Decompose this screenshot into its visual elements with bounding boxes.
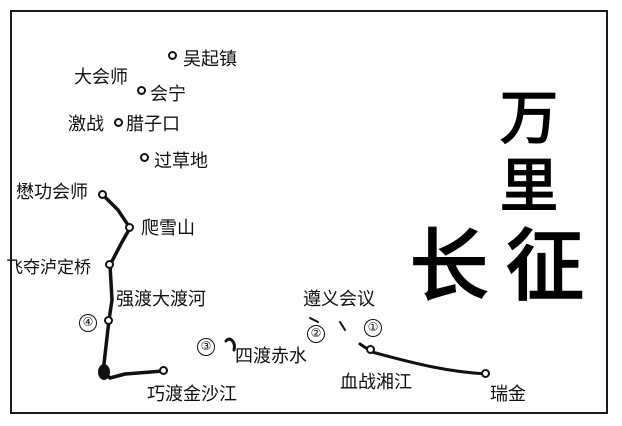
marker-dadu <box>104 316 113 325</box>
step-4-badge: ④ <box>79 314 97 332</box>
label-ludingqiao: 飞夺泸定桥 <box>6 258 91 278</box>
title-line2: 长征 <box>410 228 602 306</box>
label-jinsha: 巧渡金沙江 <box>147 384 237 405</box>
label-huining: 会宁 <box>150 84 186 105</box>
label-zunyi: 遵义会议 <box>303 289 375 310</box>
label-xiangjiang: 血战湘江 <box>340 372 412 393</box>
map-frame <box>10 10 608 414</box>
route-ruijin-xiangjiang <box>358 342 489 376</box>
step-2-badge: ② <box>307 325 325 343</box>
label-ruijin: 瑞金 <box>490 384 526 405</box>
marker-paxueshan <box>125 223 134 232</box>
title-line2-text: 长征 <box>410 221 603 312</box>
step-3-badge: ③ <box>197 338 215 356</box>
label-paxueshan: 爬雪山 <box>141 218 195 239</box>
marker-wuqizhen <box>168 51 177 60</box>
route-zunyi-dotted <box>309 317 346 331</box>
marker-ludingqiao <box>105 260 114 269</box>
label-dahuishi: 大会师 <box>74 67 128 88</box>
label-lazikou: 腊子口 <box>126 114 180 135</box>
marker-huining <box>137 86 146 95</box>
step-1-badge: ① <box>364 319 382 337</box>
marker-lazikou <box>114 118 123 127</box>
marker-ruijin <box>481 369 490 378</box>
label-maogong: 懋功会师 <box>16 182 88 203</box>
label-wuqizhen: 吴起镇 <box>183 49 237 70</box>
marker-xiangjiang <box>366 345 375 354</box>
marker-guocaodi <box>140 153 149 162</box>
route-bend-blob <box>98 364 110 380</box>
label-jizhan: 激战 <box>68 114 104 135</box>
marker-maogong <box>98 190 107 199</box>
title-line1: 万里 <box>500 84 570 220</box>
label-chishui: 四渡赤水 <box>235 346 307 367</box>
marker-jinsha <box>159 366 168 375</box>
label-guocaodi: 过草地 <box>154 151 208 172</box>
title-line1-text: 万里 <box>500 84 559 220</box>
route-chishui-hook <box>224 337 236 352</box>
label-dadu: 强渡大渡河 <box>116 289 206 310</box>
